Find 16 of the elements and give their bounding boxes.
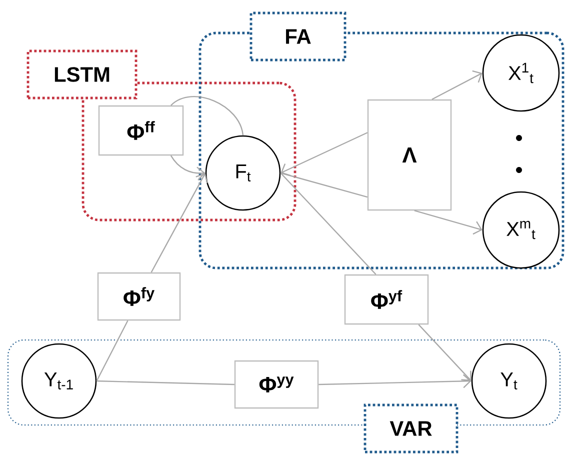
arrow bbox=[318, 374, 472, 388]
arrow bbox=[280, 132, 368, 176]
arrow bbox=[418, 324, 472, 381]
arrow bbox=[414, 210, 482, 235]
parameter-box: Φ$^{yy}$ bbox=[234, 360, 319, 409]
arrow bbox=[150, 173, 208, 273]
group-tag: VAR bbox=[364, 404, 458, 454]
arrow bbox=[170, 155, 206, 181]
group-tag: FA bbox=[250, 12, 346, 62]
parameter-box: Φ$^{yf}$ bbox=[344, 274, 429, 325]
parameter-box: Φ$^{fy}$ bbox=[97, 272, 181, 321]
parameter-box: Λ bbox=[367, 99, 452, 211]
parameter-box: Φ$^{ff}$ bbox=[98, 105, 184, 156]
node-label: X$^{m}$t bbox=[506, 220, 536, 240]
arrow bbox=[432, 70, 482, 100]
group-tag: LSTM bbox=[26, 50, 138, 100]
